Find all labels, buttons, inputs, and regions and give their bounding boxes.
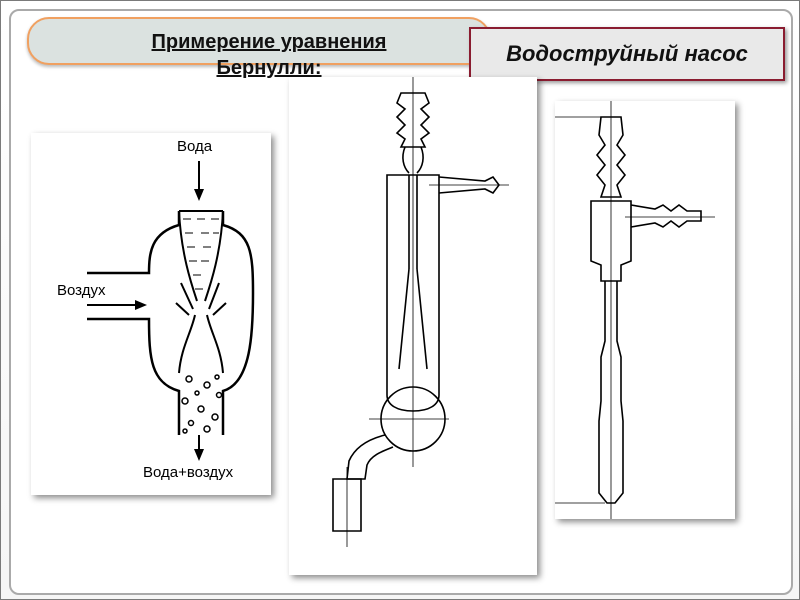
air-flow-arrows [175,282,227,316]
diffuser-tube [398,268,428,370]
glass-pump-drawing [332,77,509,547]
inlet-tube [395,92,431,148]
straight-pump-drawing [555,101,715,519]
neck [402,146,424,174]
title-banner: Примерение уравнения Бернулли: [27,17,491,79]
slide-title: Примерение уравнения Бернулли: [151,31,387,79]
straight-pump-drawing-panel [555,101,735,519]
water-arrow-head [194,189,204,201]
nozzle [178,210,224,302]
nozzle-tube [408,175,418,269]
label-water: Вода [177,138,213,155]
label-air: Воздух [57,282,106,299]
diffuser [178,314,224,374]
outlet-hose [332,478,362,532]
label-mixture: Вода+воздух [143,464,234,481]
principle-diagram: Вода Воздух [57,138,255,481]
outlet-arrow-head [194,449,204,461]
diffuser-tube [598,281,624,504]
side-arm [630,204,702,228]
chamber-right-wall [221,211,255,435]
device-label: Водоструйный насос [506,41,748,66]
suction-chamber [590,200,632,282]
water-texture [183,218,219,290]
inlet-tube [595,116,627,198]
glass-pump-drawing-panel [289,77,537,575]
outer-jacket [386,174,440,412]
air-arrow-head [135,300,147,310]
device-label-box: Водоструйный насос [469,27,785,81]
principle-diagram-panel: Вода Воздух [31,133,271,495]
outlet-bend [346,434,394,480]
suction-chamber [87,211,181,435]
air-bubbles [181,374,223,434]
